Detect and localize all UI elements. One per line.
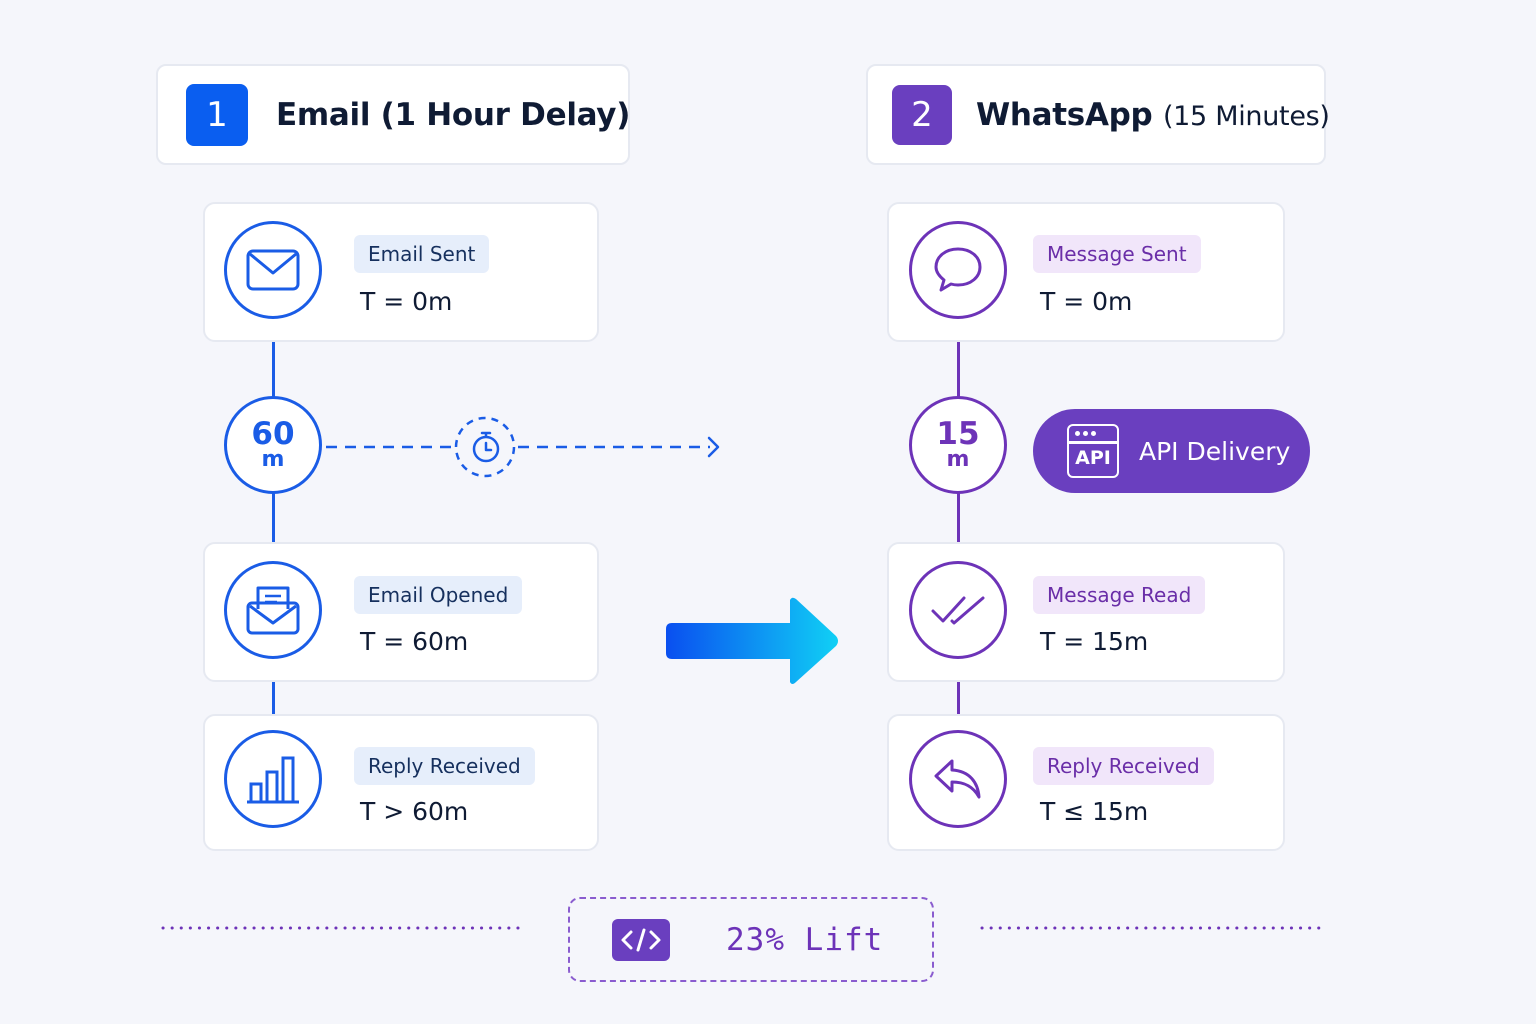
whatsapp-reply-circle (909, 730, 1007, 828)
open-envelope-icon (246, 586, 300, 635)
email-sent-time: T = 0m (360, 287, 453, 316)
message-sent-circle (909, 221, 1007, 319)
whatsapp-title-main: WhatsApp (976, 96, 1153, 133)
email-opened-circle (224, 561, 322, 659)
email-opened-label: Email Opened (354, 576, 523, 614)
email-reply-time: T > 60m (360, 797, 469, 826)
email-sent-label: Email Sent (354, 235, 490, 273)
whatsapp-delay-unit: m (946, 447, 970, 472)
footer-dotted-line-right (980, 926, 1324, 930)
email-header: 1 Email (1 Hour Delay) (156, 64, 630, 165)
message-sent-label: Message Sent (1033, 235, 1201, 273)
lift-label: 23% Lift (726, 921, 884, 958)
step-number-badge: 2 (892, 84, 952, 145)
api-icon: API (1067, 424, 1119, 478)
message-read-circle (909, 561, 1007, 659)
code-icon (612, 918, 670, 961)
lift-result-box: 23% Lift (568, 897, 934, 982)
api-icon-text: API (1075, 447, 1111, 469)
email-delay-unit: m (261, 447, 285, 472)
message-read-time: T = 15m (1040, 627, 1149, 656)
double-check-icon (931, 596, 985, 625)
api-delivery-badge: API API Delivery (1033, 409, 1310, 493)
whatsapp-reply-time: T ≤ 15m (1040, 797, 1149, 826)
whatsapp-reply-label: Reply Received (1033, 747, 1214, 785)
stopwatch-icon (472, 431, 500, 463)
whatsapp-timeline-line (957, 300, 960, 740)
api-delivery-label: API Delivery (1139, 436, 1291, 466)
delay-dashed-connector (326, 416, 720, 478)
whatsapp-header: 2 WhatsApp (15 Minutes) (866, 64, 1330, 165)
bar-chart-icon (247, 756, 299, 804)
email-sent-circle (224, 221, 322, 319)
reply-arrow-icon (934, 759, 981, 799)
email-delay-value: 60 (251, 416, 295, 452)
whatsapp-delay-circle: 15 m (909, 396, 1007, 494)
message-sent-time: T = 0m (1040, 287, 1133, 316)
whatsapp-header-title: WhatsApp (15 Minutes) (976, 97, 1330, 133)
chat-bubble-icon (934, 247, 982, 292)
email-header-title: Email (1 Hour Delay) (276, 96, 631, 133)
transition-arrow (666, 597, 838, 684)
email-reply-label: Reply Received (354, 747, 535, 785)
step-number-badge: 1 (186, 83, 248, 146)
whatsapp-delay-value: 15 (936, 416, 980, 452)
message-read-label: Message Read (1033, 576, 1206, 614)
email-timeline-line (272, 300, 275, 740)
footer-dotted-line-left (161, 926, 525, 930)
email-opened-time: T = 60m (360, 627, 469, 656)
email-reply-circle (224, 730, 322, 828)
whatsapp-title-sub: (15 Minutes) (1162, 100, 1330, 132)
email-delay-circle: 60 m (224, 396, 322, 494)
envelope-icon (246, 249, 300, 291)
